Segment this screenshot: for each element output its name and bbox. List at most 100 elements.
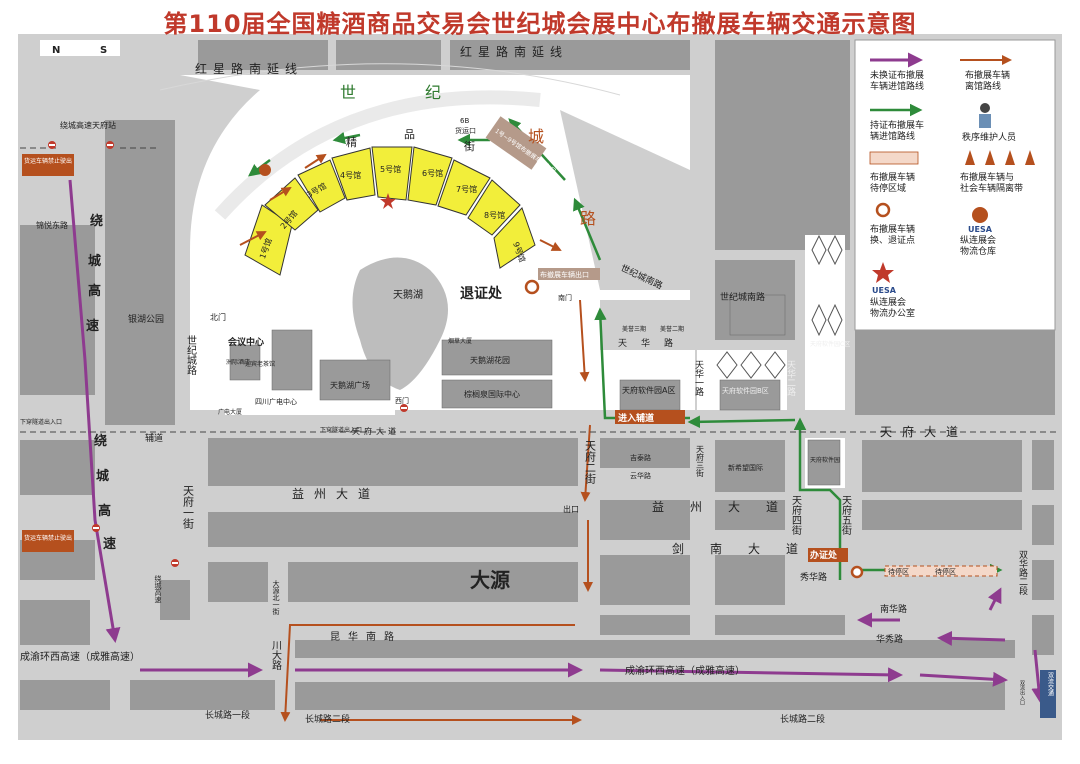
place-tongxing: 双流出入口: [1019, 680, 1025, 706]
ring-char-6: 城: [96, 468, 109, 484]
road-hongxing-1: 红星路南延线: [195, 61, 303, 76]
no-freight-box-2: [22, 530, 74, 552]
road-hongxing-2: 红星路南延线: [460, 44, 568, 59]
no-freight-box-1: [22, 154, 74, 176]
compass: [40, 40, 120, 56]
road-changcheng-2b: 长城路二段: [780, 713, 825, 725]
legend-waiting-swatch: [869, 151, 919, 165]
legend-point-icon: [875, 202, 891, 218]
jingpin-1: 精: [346, 136, 357, 149]
place-tuizheng: 退证处: [460, 285, 503, 302]
place-yingbin: 迎宾老茶馆: [245, 360, 275, 368]
fudao-box: [615, 410, 685, 424]
road-tianhua-2: 天华二路: [785, 360, 796, 397]
road-ring-station: 绕城高速天府站: [60, 120, 116, 130]
legend-8a: 纵连展会: [960, 234, 996, 246]
place-tianfu-center: 天府软件园: [810, 456, 840, 464]
road-ring-ramp: 绕城高速: [154, 574, 162, 604]
shuangliu-box: [1040, 670, 1056, 718]
ring-char-5: 绕: [94, 433, 107, 449]
road-tianhua: 天华路: [618, 337, 687, 349]
road-tianfu-2: 天府二街: [584, 440, 597, 485]
legend-2b: 离馆路线: [965, 80, 1001, 92]
hall-7: 7号馆: [456, 184, 477, 194]
road-yunhua: 云华路: [630, 471, 651, 480]
legend-4: 秩序维护人员: [962, 131, 1016, 143]
exhibition-halls: [244, 146, 536, 276]
legend-cones-icon: [965, 150, 1035, 165]
map-title: 第110届全国糖酒商品交易会世纪城会展中心布撤展车辆交通示意图: [163, 10, 917, 38]
road-dayuan-north: 大源北一街: [272, 579, 280, 616]
ring-char-1: 绕: [90, 213, 103, 229]
place-zonglvquan: 棕榈泉国际中心: [464, 389, 520, 399]
place-huiyi: 会议中心: [228, 336, 264, 348]
jingpin-2: 品: [404, 128, 415, 141]
road-tianfu-3: 天府三街: [696, 445, 705, 478]
place-nanmen: 南门: [558, 293, 572, 302]
ring-char-3: 高: [88, 283, 101, 299]
road-jinyue: 锦悦东路: [36, 220, 68, 230]
road-tianfu-1: 天府一街: [182, 485, 195, 530]
purple-route: [68, 179, 1047, 703]
hall-4: 4号馆: [340, 170, 361, 180]
certificate-point-icon: [524, 279, 540, 295]
cc-char-2: 纪: [425, 83, 441, 102]
place-dengdai-1: 待停区: [888, 567, 909, 576]
place-guangdian: 广电大厦: [218, 408, 242, 416]
legend-7b: 换、退证点: [870, 234, 915, 246]
no-freight-1: 货运车辆禁止驶出: [24, 157, 72, 165]
star-office-icon: [380, 193, 396, 209]
road-tianfu-right: 天府大道: [880, 424, 968, 439]
place-soft-c: 天府软件园C区: [810, 340, 850, 348]
compass-s: S: [100, 45, 107, 56]
legend-5b: 待停区域: [870, 182, 906, 194]
compass-n: N: [52, 45, 60, 56]
no-freight-2: 货运车辆禁止驶出: [24, 534, 72, 542]
ring-char-7: 高: [98, 503, 111, 519]
banzheng-box: [808, 548, 848, 562]
legend-3a: 持证布撤展车: [870, 119, 924, 131]
legend-6a: 布撤展车辆与: [960, 171, 1014, 183]
six-b-gate: 货运口: [455, 126, 476, 135]
place-banzheng: 办证处: [810, 549, 838, 561]
waiting-area: [884, 565, 998, 577]
legend-staff-icon: [979, 103, 991, 128]
exit-box: [538, 268, 600, 280]
place-tianehu: 天鹅湖: [393, 288, 423, 301]
legend-warehouse-icon: [972, 207, 988, 223]
road-jixiang: 吉泰路: [630, 453, 651, 462]
hall-6: 6号馆: [422, 168, 443, 178]
road-changcheng-2: 长城路二段: [305, 713, 350, 725]
legend-9b: 物流办公室: [870, 307, 915, 319]
ring-char-2: 城: [88, 253, 101, 269]
cc-char-3: 城: [528, 127, 544, 146]
place-fudao-entry: 进入辅道: [618, 412, 654, 424]
legend-1a: 未换证布撤展: [870, 69, 924, 81]
place-xinxiwang: 新希望国际: [728, 463, 763, 472]
place-soft-a: 天府软件园A区: [622, 385, 675, 395]
ring-char-4: 速: [86, 318, 99, 334]
jingpin-3: 街: [464, 139, 475, 153]
place-yancao: 烟草大厦: [448, 337, 472, 345]
six-b: 6B: [460, 117, 469, 125]
road-shuanghua: 双华路二段: [1017, 550, 1028, 596]
road-fudao: 辅道: [145, 432, 163, 444]
place-tiane-square: 天鹅湖广场: [330, 380, 370, 390]
cc-char-4: 路: [580, 209, 596, 228]
place-yinhu: 银湖公园: [128, 313, 164, 325]
road-century-city: 世纪城路: [185, 335, 197, 376]
certificate-point-icon: [850, 565, 864, 579]
road-tianfu-5: 天府五街: [840, 495, 852, 536]
legend-2a: 布撤展车辆: [965, 69, 1010, 81]
warehouse-icon: [259, 164, 271, 176]
legend-7a: 布撤展车辆: [870, 223, 915, 235]
legend-6b: 社会车辆隔离带: [960, 182, 1023, 194]
place-dengdai-2: 待停区: [935, 567, 956, 576]
road-chuanda: 川大路: [270, 640, 282, 671]
hall-5: 5号馆: [380, 164, 401, 174]
road-xiachuan-left: 下穿隧道出入口: [20, 418, 62, 426]
place-tiane-garden: 天鹅湖花园: [470, 355, 510, 365]
road-yizhou-1: 益州大道: [292, 487, 380, 501]
road-cc-south: 世纪城南路: [720, 291, 765, 303]
